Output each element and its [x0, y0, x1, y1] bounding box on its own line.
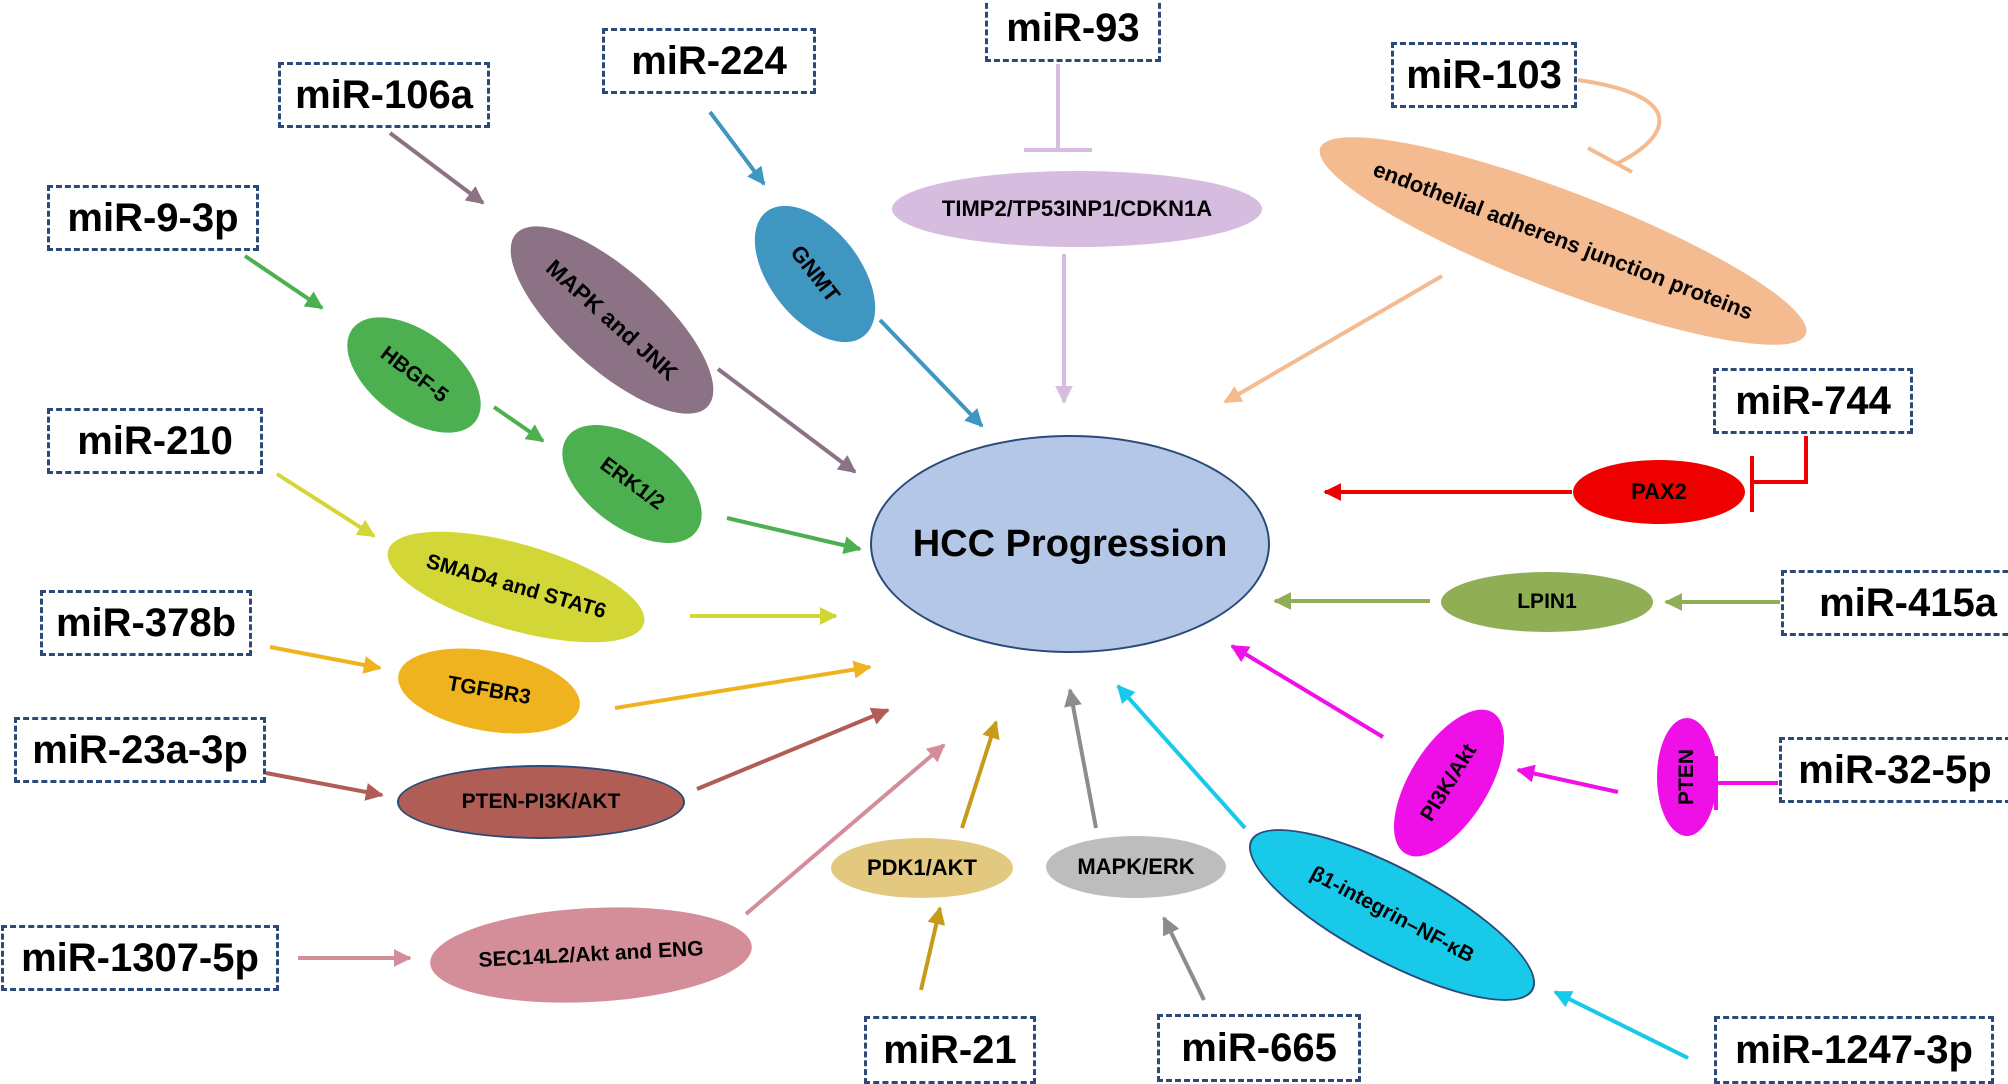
node-timp2-label: TIMP2/TP53INP1/CDKN1A: [941, 196, 1213, 221]
hcc-progression-hub: HCC Progression: [870, 435, 1270, 653]
edge-mir1247-3p-b1-integrin: [1553, 990, 1689, 1060]
label-mir103: miR-103: [1406, 52, 1562, 97]
label-mir9-3p: miR-9-3p: [67, 195, 239, 240]
label-mir21: miR-21: [883, 1027, 1017, 1072]
edge-pten-pi3k-hcc: [696, 707, 890, 791]
node-timp2: TIMP2/TP53INP1/CDKN1A: [892, 171, 1262, 247]
edge-b1-integrin-hcc: [1116, 684, 1247, 830]
node-mapk-erk-label: MAPK/ERK: [1077, 854, 1195, 879]
box-mir1307-5p: miR-1307-5p: [1, 925, 279, 991]
label-mir23a-3p: miR-23a-3p: [32, 727, 248, 772]
edge-mir9-3p-hbgf5: [243, 254, 324, 310]
inhibit-mir744-pax2: [1750, 436, 1808, 512]
label-mir32-5p: miR-32-5p: [1798, 747, 1992, 792]
edge-mir224-gnmt: [708, 110, 766, 186]
edge-mir106a-mapk-jnk: [388, 131, 485, 205]
node-sec14l2-label: SEC14L2/Akt and ENG: [477, 937, 705, 972]
edge-erk12-hcc: [726, 516, 862, 555]
edge-tgfbr3-hcc: [614, 660, 872, 710]
box-mir415a: miR-415a: [1781, 570, 2008, 636]
edge-mapk-jnk-hcc: [716, 367, 857, 474]
edge-sec14l2-hcc: [744, 743, 946, 916]
node-hbgf5-label: HBGF-5: [376, 341, 453, 408]
hub-label: HCC Progression: [912, 522, 1228, 565]
label-mir224: miR-224: [631, 38, 787, 83]
node-gnmt-label: GNMT: [785, 240, 846, 307]
box-mir1247-3p: miR-1247-3p: [1714, 1016, 1994, 1084]
label-mir210: miR-210: [77, 418, 233, 463]
box-mir224: miR-224: [602, 28, 816, 94]
inhibit-mir93-timp2: [1024, 64, 1092, 152]
box-mir9-3p: miR-9-3p: [47, 185, 259, 251]
edge-endothelial-hcc: [1223, 274, 1444, 404]
label-mir1247-3p: miR-1247-3p: [1735, 1027, 1973, 1072]
box-mir378b: miR-378b: [40, 590, 252, 656]
box-mir210: miR-210: [47, 408, 263, 474]
node-tgfbr3-label: TGFBR3: [445, 671, 533, 710]
label-mir106a: miR-106a: [295, 72, 473, 117]
node-pax2: PAX2: [1573, 460, 1745, 524]
edge-pten-pi3k-akt: [1516, 764, 1619, 794]
label-mir665: miR-665: [1181, 1025, 1337, 1070]
edge-mir23a-3p-pten-pi3k: [265, 771, 384, 801]
label-mir415a: miR-415a: [1819, 580, 1997, 625]
edge-mir378b-tgfbr3: [269, 645, 382, 674]
box-mir21: miR-21: [864, 1016, 1036, 1084]
node-mapk-erk: MAPK/ERK: [1046, 836, 1226, 898]
node-pten-pi3k-akt-label: PTEN-PI3K/AKT: [461, 790, 621, 813]
edge-mapk-erk-hcc: [1064, 688, 1098, 829]
box-mir106a: miR-106a: [278, 62, 490, 128]
edge-mir210-smad4: [275, 472, 376, 538]
box-mir93: miR-93: [985, 0, 1161, 62]
box-mir23a-3p: miR-23a-3p: [14, 717, 266, 783]
box-mir32-5p: miR-32-5p: [1779, 737, 2008, 803]
inhibit-mir103-endothelial: [1577, 78, 1662, 174]
label-mir1307-5p: miR-1307-5p: [21, 935, 259, 980]
label-mir744: miR-744: [1735, 378, 1891, 423]
node-erk12-label: ERK1/2: [595, 452, 669, 515]
box-mir103: miR-103: [1391, 42, 1577, 108]
edge-pi3k-akt-hcc: [1230, 644, 1385, 739]
box-mir665: miR-665: [1157, 1014, 1361, 1082]
node-lpin1: LPIN1: [1441, 572, 1653, 632]
label-mir93: miR-93: [1006, 5, 1140, 50]
inhibit-mir32-5p-pten: [1714, 756, 1778, 810]
node-pdk1-akt: PDK1/AKT: [831, 838, 1013, 898]
edge-mir21-pdk1: [919, 906, 946, 991]
node-pten: PTEN: [1657, 718, 1717, 836]
node-pten-pi3k-akt: PTEN-PI3K/AKT: [397, 765, 685, 839]
edge-mir665-mapk-erk: [1162, 916, 1206, 1001]
label-mir378b: miR-378b: [55, 600, 237, 645]
box-mir744: miR-744: [1713, 368, 1913, 434]
node-pi3k-akt-label: PI3K/Akt: [1415, 740, 1482, 826]
node-pax2-label: PAX2: [1631, 479, 1687, 504]
edge-pdk1-hcc: [960, 720, 1000, 829]
node-lpin1-label: LPIN1: [1517, 590, 1577, 613]
edge-hbgf5-erk12: [492, 405, 545, 443]
node-pdk1-akt-label: PDK1/AKT: [866, 855, 977, 880]
node-pten-label: PTEN: [1675, 749, 1698, 806]
edge-gnmt-hcc: [878, 318, 984, 428]
